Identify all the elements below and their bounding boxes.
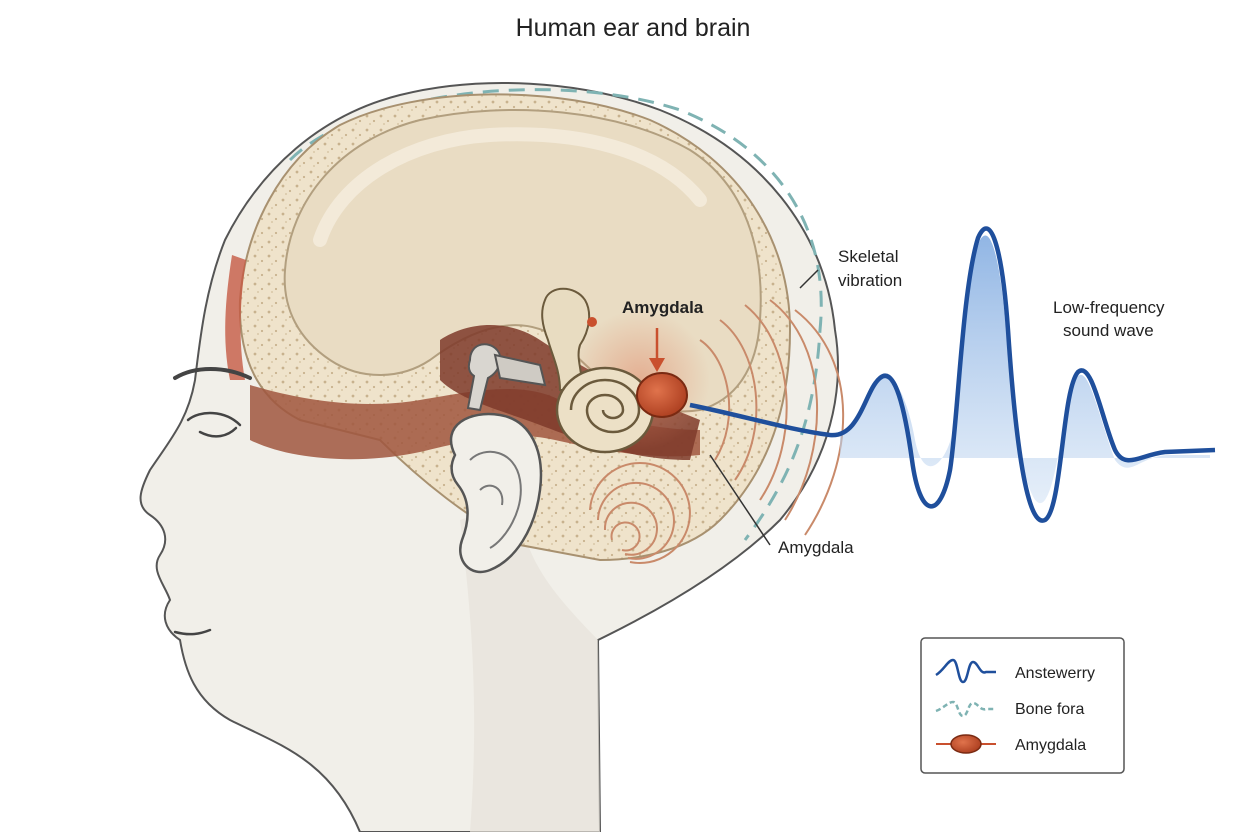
label-lowfreq-line2: sound wave [1063, 321, 1154, 340]
label-amygdala-top: Amygdala [622, 298, 704, 317]
semicircular-canals [541, 287, 591, 391]
neck [460, 500, 600, 832]
legend-label-2: Amygdala [1015, 737, 1086, 754]
skeletal-leader [799, 269, 819, 289]
legend-label-1: Bone fora [1015, 701, 1084, 718]
legend-item-0: Anstewerry [935, 658, 1095, 684]
solid-wave-icon [935, 658, 996, 684]
diagram-title: Human ear and brain [516, 14, 751, 42]
eye [186, 411, 242, 427]
amygdala-oval-icon [950, 734, 982, 754]
low-frequency-sound-wave [689, 226, 1216, 523]
brain-highlight [313, 127, 707, 247]
mouth [173, 628, 212, 636]
label-amygdala-bottom: Amygdala [778, 538, 854, 557]
legend-item-2: Amygdala [936, 734, 1086, 754]
eyebrow [173, 367, 252, 380]
jaw-vibration-arcs [589, 461, 691, 564]
label-skeletal-line2: vibration [838, 271, 902, 290]
label-lowfreq-line1: Low-frequency [1053, 298, 1165, 317]
cochlea [555, 366, 655, 454]
forehead-tissue [225, 255, 246, 380]
amygdala [636, 372, 688, 418]
amygdala-arrow [649, 328, 665, 372]
legend-label-0: Anstewerry [1015, 665, 1095, 682]
legend-item-1: Bone fora [935, 700, 1084, 718]
canal-tip [587, 317, 597, 327]
legend: Anstewerry Bone fora Amygdala [920, 637, 1125, 774]
vibration-arcs [699, 299, 845, 536]
amygdala-bottom-leader [709, 454, 771, 546]
dashed-wave-icon [935, 700, 996, 718]
label-skeletal-line1: Skeletal [838, 247, 898, 266]
outer-ear [449, 412, 543, 573]
face-features [173, 367, 252, 636]
ossicles [466, 343, 547, 412]
eye-lower [198, 426, 238, 438]
